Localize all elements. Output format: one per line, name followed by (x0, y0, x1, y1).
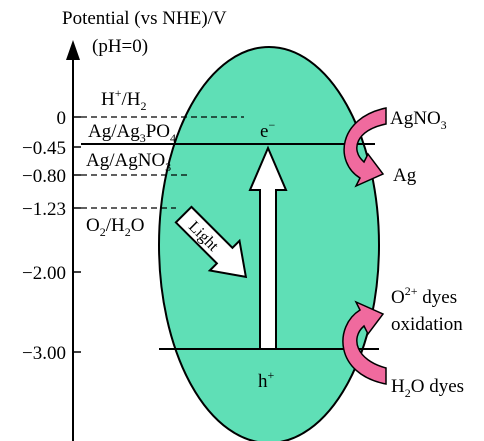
axis-ticks (73, 116, 81, 353)
tick-label-0: 0 (57, 108, 67, 129)
tick-label-123: −1.23 (22, 199, 66, 220)
tick-label-045: −0.45 (22, 138, 66, 159)
couple-h-label: H+/H2 (101, 86, 147, 113)
ag-product-label: Ag (393, 165, 417, 186)
reference-lines (81, 116, 244, 209)
oxidation-arrow (342, 300, 387, 385)
tick-labels: 0 −0.45 −0.80 −1.23 −2.00 −3.00 (22, 108, 66, 364)
hole-label: h+ (258, 368, 275, 392)
oxidation-label: oxidation (391, 314, 463, 335)
electron-label: e− (260, 118, 275, 142)
couple-agno3-label: Ag/AgNO3 (86, 150, 171, 174)
tick-label-300: −3.00 (22, 343, 66, 364)
light-arrow-shape (174, 205, 248, 279)
agno3-product-label: AgNO3 (390, 108, 447, 132)
tick-label-200: −2.00 (22, 263, 66, 284)
reduction-arrow (343, 107, 387, 188)
dyes-bottom-label: H2O dyes (391, 376, 464, 400)
axis-subtitle: (pH=0) (92, 36, 148, 57)
axis-title: Potential (vs NHE)/V (62, 8, 227, 29)
couple-ag3po4-label: Ag/Ag3PO4 (88, 121, 176, 145)
excitation-arrow (248, 145, 288, 350)
couple-o2-label: O2/H2O (86, 215, 144, 239)
tick-label-080: −0.80 (22, 166, 66, 187)
dyes-top-label: O2+ dyes (391, 284, 457, 308)
axis-arrowhead (66, 40, 80, 60)
